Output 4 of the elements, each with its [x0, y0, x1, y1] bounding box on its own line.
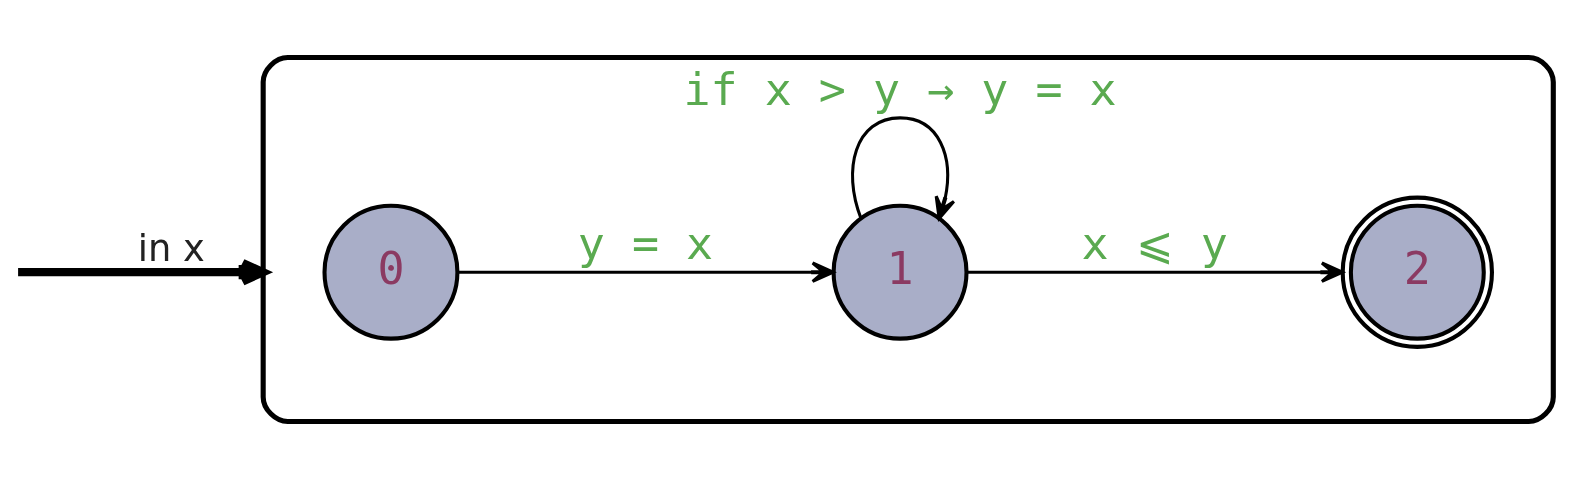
edge-label: if x > y → y = x: [683, 62, 1117, 116]
edge-label: in x: [137, 226, 205, 270]
edge-label: y = x: [577, 216, 714, 270]
edge-label: x ⩽ y: [1081, 216, 1228, 270]
